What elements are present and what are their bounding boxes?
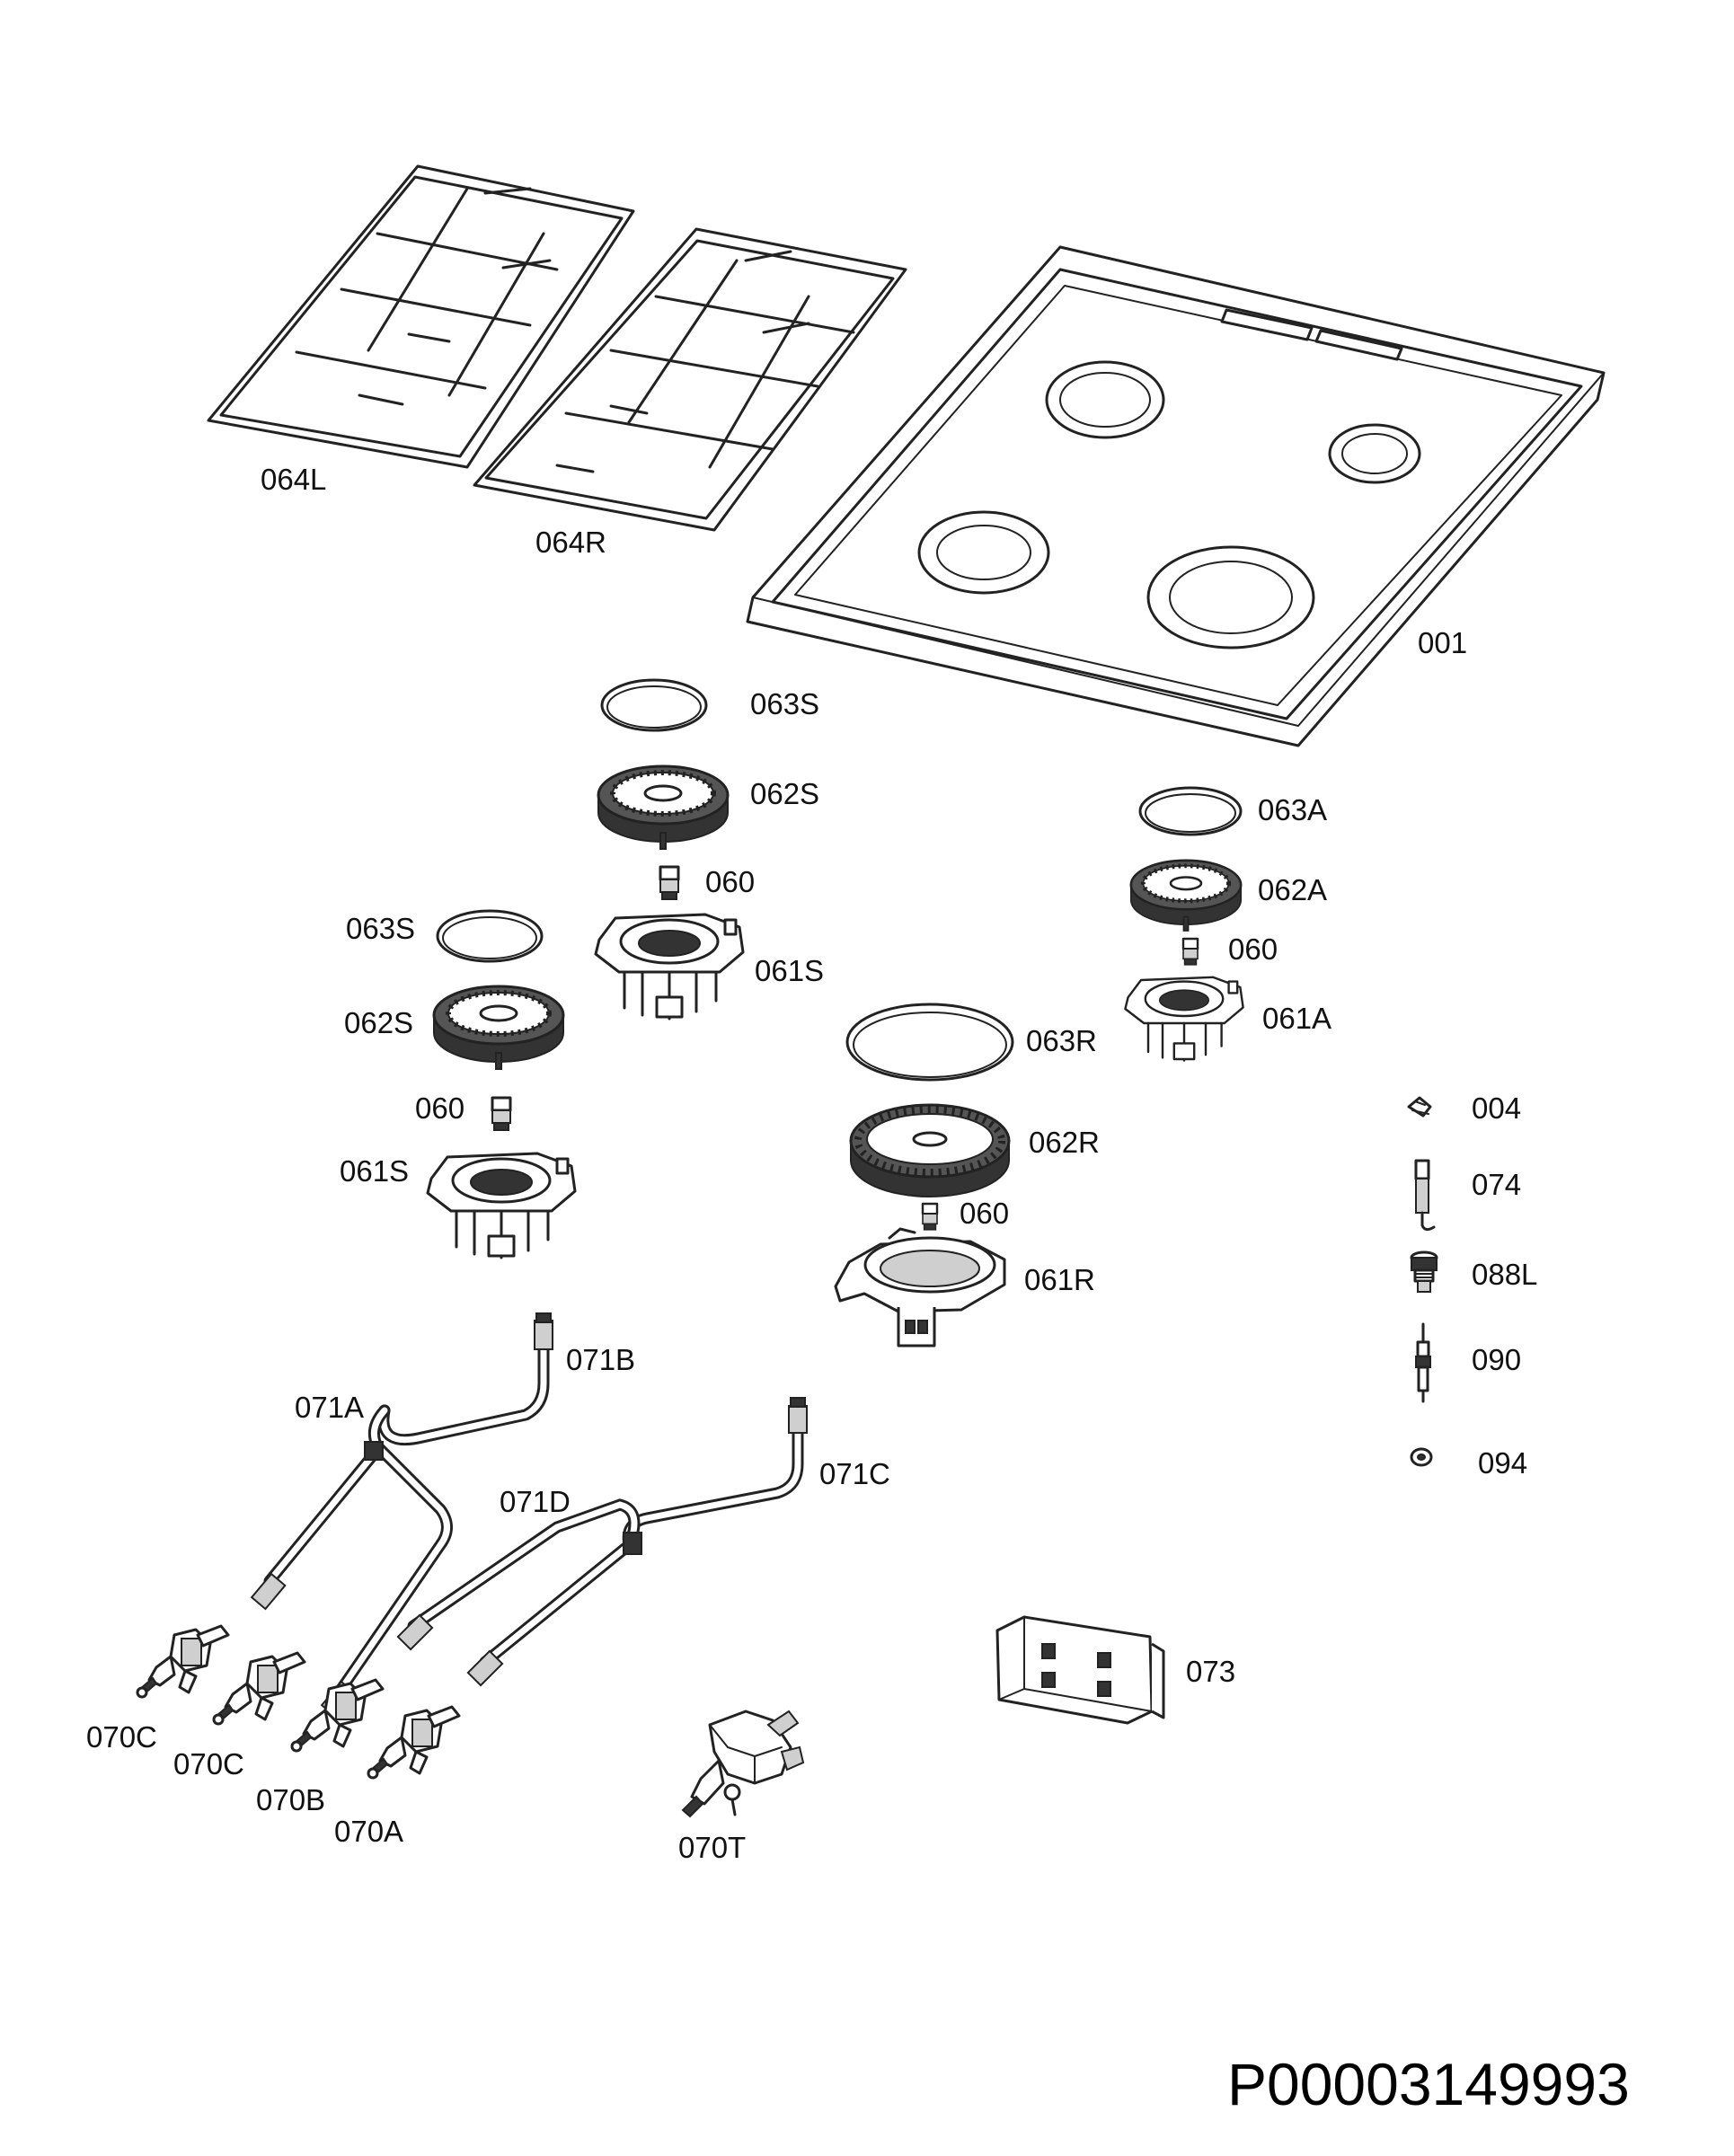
label-073: 073 xyxy=(1186,1655,1235,1688)
clip-004 xyxy=(1407,1096,1432,1118)
label-071A: 071A xyxy=(295,1391,364,1424)
burner-head-062S-lower xyxy=(434,986,563,1069)
gas-pipe-071C-071D xyxy=(396,1397,808,1687)
label-061S-upper: 061S xyxy=(755,954,824,987)
label-062S-lower: 062S xyxy=(344,1006,413,1039)
label-064L: 064L xyxy=(261,463,326,496)
label-071C: 071C xyxy=(819,1457,890,1490)
injector-060-aux xyxy=(1181,937,1199,967)
label-061R: 061R xyxy=(1024,1263,1095,1296)
burner-cap-063S-lower xyxy=(436,909,544,963)
washer-094 xyxy=(1410,1447,1433,1467)
burner-cup-061A xyxy=(1124,976,1244,1062)
gas-tap-070C-first xyxy=(136,1624,230,1699)
pan-support-left xyxy=(207,164,635,469)
injector-060-lower xyxy=(491,1096,512,1132)
label-063S-lower: 063S xyxy=(346,912,415,945)
label-061A: 061A xyxy=(1262,1002,1331,1035)
label-090: 090 xyxy=(1472,1343,1521,1376)
burner-cap-063A xyxy=(1138,786,1243,836)
burner-cup-061S-lower xyxy=(426,1152,577,1259)
label-064R: 064R xyxy=(535,526,606,559)
bracket-073 xyxy=(995,1615,1165,1725)
label-004: 004 xyxy=(1472,1091,1521,1125)
injector-060-upper xyxy=(659,865,680,901)
label-070A: 070A xyxy=(334,1815,403,1848)
label-071B: 071B xyxy=(566,1343,635,1376)
label-070C-second: 070C xyxy=(173,1747,244,1780)
gas-tap-070C-second xyxy=(212,1651,306,1726)
burner-cup-061S-upper xyxy=(594,913,745,1021)
label-062S-upper: 062S xyxy=(750,777,819,810)
label-061S-lower: 061S xyxy=(340,1154,409,1188)
label-062A: 062A xyxy=(1258,873,1327,906)
burner-cup-061R xyxy=(834,1227,1006,1348)
label-060-upper: 060 xyxy=(705,865,755,898)
label-094: 094 xyxy=(1478,1446,1527,1480)
label-071D: 071D xyxy=(500,1485,571,1518)
label-070T: 070T xyxy=(678,1831,746,1864)
label-062R: 062R xyxy=(1029,1126,1100,1159)
gas-tap-070A xyxy=(367,1705,461,1780)
label-063S-upper: 063S xyxy=(750,687,819,720)
ignition-electrode-074 xyxy=(1414,1159,1436,1232)
pan-support-right xyxy=(473,227,907,532)
burner-cap-063R xyxy=(845,1003,1014,1082)
label-060-rapid: 060 xyxy=(960,1197,1009,1230)
burner-head-062R xyxy=(849,1103,1011,1197)
label-060-aux: 060 xyxy=(1228,932,1278,966)
label-074: 074 xyxy=(1472,1168,1521,1201)
label-063A: 063A xyxy=(1258,793,1327,826)
burner-head-062S-upper xyxy=(598,766,728,849)
burner-cap-063S-upper xyxy=(600,678,708,732)
label-063R: 063R xyxy=(1026,1024,1097,1057)
label-070C-first: 070C xyxy=(86,1720,157,1754)
gas-tap-070T xyxy=(681,1710,805,1818)
burner-head-062A xyxy=(1131,861,1241,931)
document-id: P00003149993 xyxy=(1227,2051,1630,2117)
gas-tap-070B xyxy=(290,1678,385,1753)
label-088L: 088L xyxy=(1472,1258,1537,1291)
label-001: 001 xyxy=(1418,626,1467,659)
thermocouple-090 xyxy=(1415,1322,1431,1403)
hob-top-plate xyxy=(746,245,1606,747)
injector-060-rapid xyxy=(921,1202,939,1232)
label-070B: 070B xyxy=(256,1783,325,1816)
fitting-088L xyxy=(1410,1250,1438,1293)
label-060-lower: 060 xyxy=(415,1091,464,1125)
